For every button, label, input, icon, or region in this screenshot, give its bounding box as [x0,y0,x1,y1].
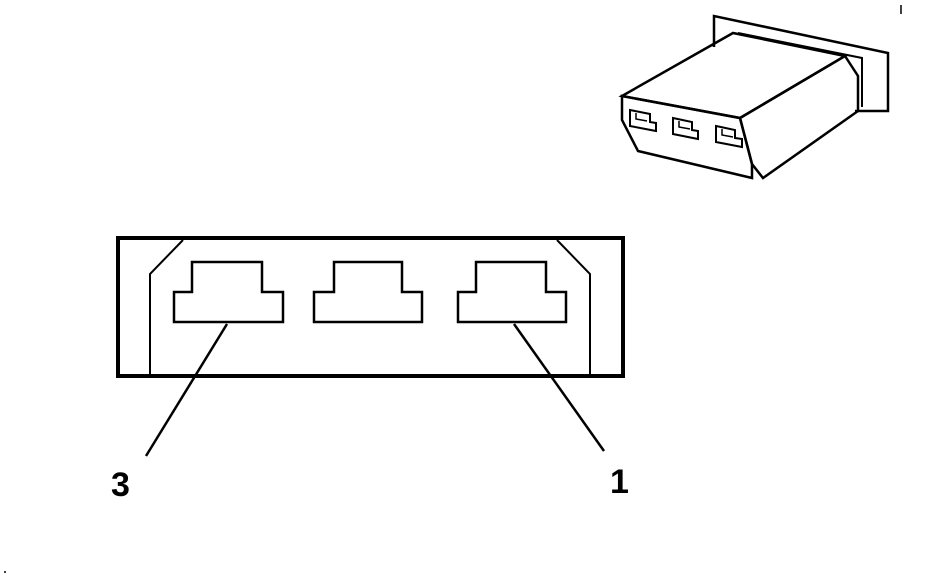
connector-housing-inner-outline [149,239,591,376]
connector-front-cavity-1 [715,124,743,149]
connector-front-face [620,94,754,180]
connector-side-face [738,54,860,180]
terminal-cavity-1 [456,260,568,324]
callout-pin-1: 1 [512,323,629,501]
connector-housing-outline [116,236,625,378]
callout-label-3: 3 [111,466,130,504]
connector-face-view [116,236,625,378]
callout-pin-3: 3 [111,323,229,504]
callout-leader-3 [144,323,229,457]
connector-front-cavity-3 [629,108,657,133]
connector-front-cavity-2 [672,116,699,141]
connector-perspective-view [618,5,902,180]
callout-label-1: 1 [610,463,629,501]
terminal-cavity-3 [172,260,285,324]
callout-leader-1 [512,323,606,452]
terminal-cavity-2 [312,260,424,324]
connector-rear-flange [712,14,890,113]
